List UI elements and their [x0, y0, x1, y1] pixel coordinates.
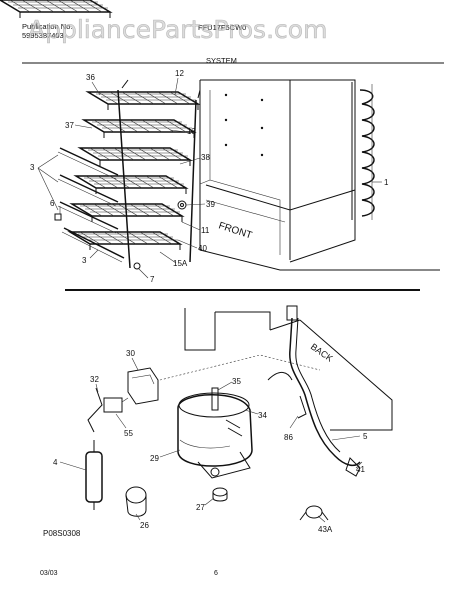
page-number: 6 — [214, 570, 218, 577]
callout-15a: 15A — [173, 259, 188, 268]
compressor-cap — [125, 486, 147, 517]
back-label: BACK — [309, 341, 335, 363]
callout-12: 12 — [175, 69, 184, 78]
callout-30: 30 — [126, 349, 135, 358]
footer-date: 03/03 — [40, 570, 58, 577]
callout-29: 29 — [150, 454, 159, 463]
callout-5: 5 — [363, 432, 368, 441]
callout-37: 37 — [65, 121, 74, 130]
callout-6: 6 — [50, 199, 55, 208]
shelf-support-rails — [54, 147, 187, 270]
upper-leader-lines — [37, 77, 382, 279]
callout-41: 41 — [356, 465, 365, 474]
model-number: FFU17F5CW0 — [198, 23, 247, 32]
front-label: FRONT — [217, 220, 253, 241]
cabinet-interior — [199, 79, 440, 271]
mounting-grommet — [212, 487, 228, 502]
callout-labels: 36 12 37 13 38 3 6 39 11 40 15A 3 7 1 30… — [30, 69, 389, 534]
callout-11: 11 — [201, 226, 210, 235]
callout-39: 39 — [206, 200, 215, 209]
rear-cabinet-outline — [159, 308, 393, 431]
callout-36: 36 — [86, 73, 95, 82]
wire-shelf-assembly — [0, 0, 201, 269]
filter-drier — [85, 440, 103, 510]
power-cord — [267, 305, 361, 477]
callout-26: 26 — [140, 521, 149, 530]
publication-label: Publication No. — [22, 22, 73, 31]
publication-number: 5995387403 — [22, 31, 64, 40]
lower-leader-lines — [59, 357, 363, 523]
callout-43a: 43A — [318, 525, 333, 534]
callout-86: 86 — [284, 433, 293, 442]
callout-7: 7 — [150, 275, 155, 284]
callout-35: 35 — [232, 377, 241, 386]
relay-overload-assembly — [103, 367, 159, 413]
callout-3-upper: 3 — [30, 163, 35, 172]
wire-harness — [87, 387, 103, 433]
callout-1: 1 — [384, 178, 389, 187]
callout-13: 13 — [187, 127, 196, 136]
callout-4: 4 — [53, 458, 58, 467]
cord-clamp — [299, 505, 329, 521]
callout-34: 34 — [258, 411, 267, 420]
callout-3-lower: 3 — [82, 256, 87, 265]
callout-40: 40 — [198, 244, 207, 253]
condenser-coil — [351, 82, 375, 220]
compressor — [177, 387, 253, 479]
callout-55: 55 — [124, 429, 133, 438]
callout-38: 38 — [201, 153, 210, 162]
callout-32: 32 — [90, 375, 99, 384]
figure-code: P08S0308 — [43, 529, 81, 538]
watermark-logo: AppliancePartsPros.com — [28, 15, 327, 44]
callout-27: 27 — [196, 503, 205, 512]
section-title: SYSTEM — [206, 56, 237, 65]
